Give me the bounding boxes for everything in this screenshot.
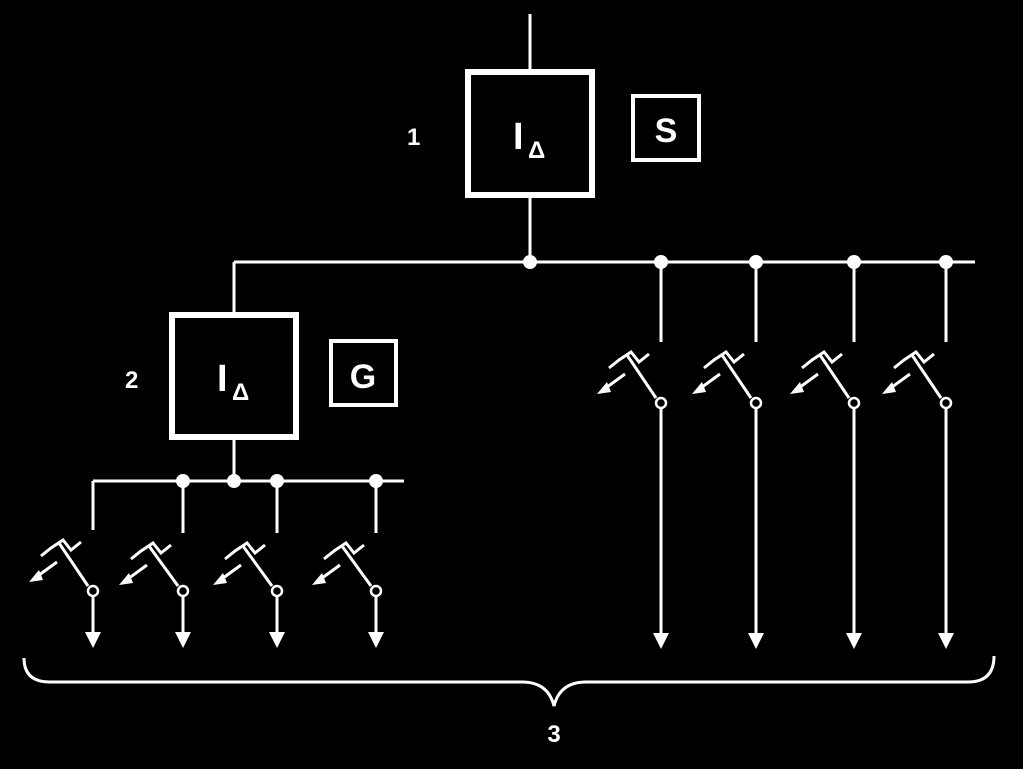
rcd-1-number-label: 1 [407, 124, 420, 151]
arrow-down-icon [748, 633, 764, 649]
feeder-8-trip-arrowhead [882, 382, 896, 394]
feeder-7-trip-arrowhead [790, 382, 804, 394]
feeder-3-trip-arrowhead [213, 573, 227, 585]
feeder-2-switch-blade [147, 545, 180, 587]
arrow-down-icon [85, 632, 101, 648]
feeder-3-contact [270, 584, 284, 598]
rcd-1-type-letter: S [655, 112, 678, 150]
circuit-breaker-icon [703, 349, 745, 370]
feeder-4-trip-arrowhead [312, 573, 326, 585]
feeder-6-switch-blade [720, 354, 753, 399]
sub-busbar-junction [227, 474, 241, 488]
rcd-1-symbol-sub: Δ [528, 137, 545, 164]
group-number-label: 3 [547, 721, 560, 748]
circuit-breaker-icon [608, 349, 650, 370]
arrow-down-icon [175, 632, 191, 648]
main-busbar-junction [523, 255, 537, 269]
feeder-8-contact [939, 396, 953, 410]
circuit-breaker-icon [801, 349, 843, 370]
circuit-breaker-icon [40, 537, 82, 558]
feeder-1-switch-blade [57, 542, 90, 587]
arrow-down-icon [846, 633, 862, 649]
feeder-1-trip-arrowhead [29, 570, 43, 582]
circuit-breaker-icon [130, 540, 172, 561]
feeder-2-trip-arrowhead [119, 573, 133, 585]
rcd-1-symbol-main: I [513, 116, 524, 158]
breaker-feeders [29, 255, 954, 649]
circuit-breaker-icon [224, 540, 266, 561]
feeder-7-contact [847, 396, 861, 410]
arrow-down-icon [938, 633, 954, 649]
feeder-6-trip-arrowhead [692, 382, 706, 394]
feeder-3-switch-blade [241, 545, 274, 587]
arrow-down-icon [368, 632, 384, 648]
feeder-5-trip-arrowhead [597, 382, 611, 394]
arrow-down-icon [653, 633, 669, 649]
feeder-8-switch-blade [910, 354, 943, 399]
feeder-4-contact [369, 584, 383, 598]
rcd-2-type-box [329, 339, 398, 407]
feeder-5-switch-blade [625, 354, 658, 399]
rcd-2-number-label: 2 [125, 367, 138, 394]
feeder-7-switch-blade [818, 354, 851, 399]
circuit-breaker-icon [893, 349, 935, 370]
rcd-1-type-box [631, 94, 701, 162]
arrow-down-icon [269, 632, 285, 648]
circuit-breaker-icon [323, 540, 365, 561]
feeder-4-switch-blade [340, 545, 373, 587]
rcd-2-symbol-sub: Δ [232, 379, 249, 406]
rcd-2-type-letter: G [350, 358, 376, 396]
feeder-1-contact [86, 584, 100, 598]
curly-brace-icon [22, 655, 996, 707]
feeder-6-contact [749, 396, 763, 410]
feeder-2-contact [176, 584, 190, 598]
rcd-2-symbol-main: I [217, 358, 228, 400]
feeder-5-contact [654, 396, 668, 410]
